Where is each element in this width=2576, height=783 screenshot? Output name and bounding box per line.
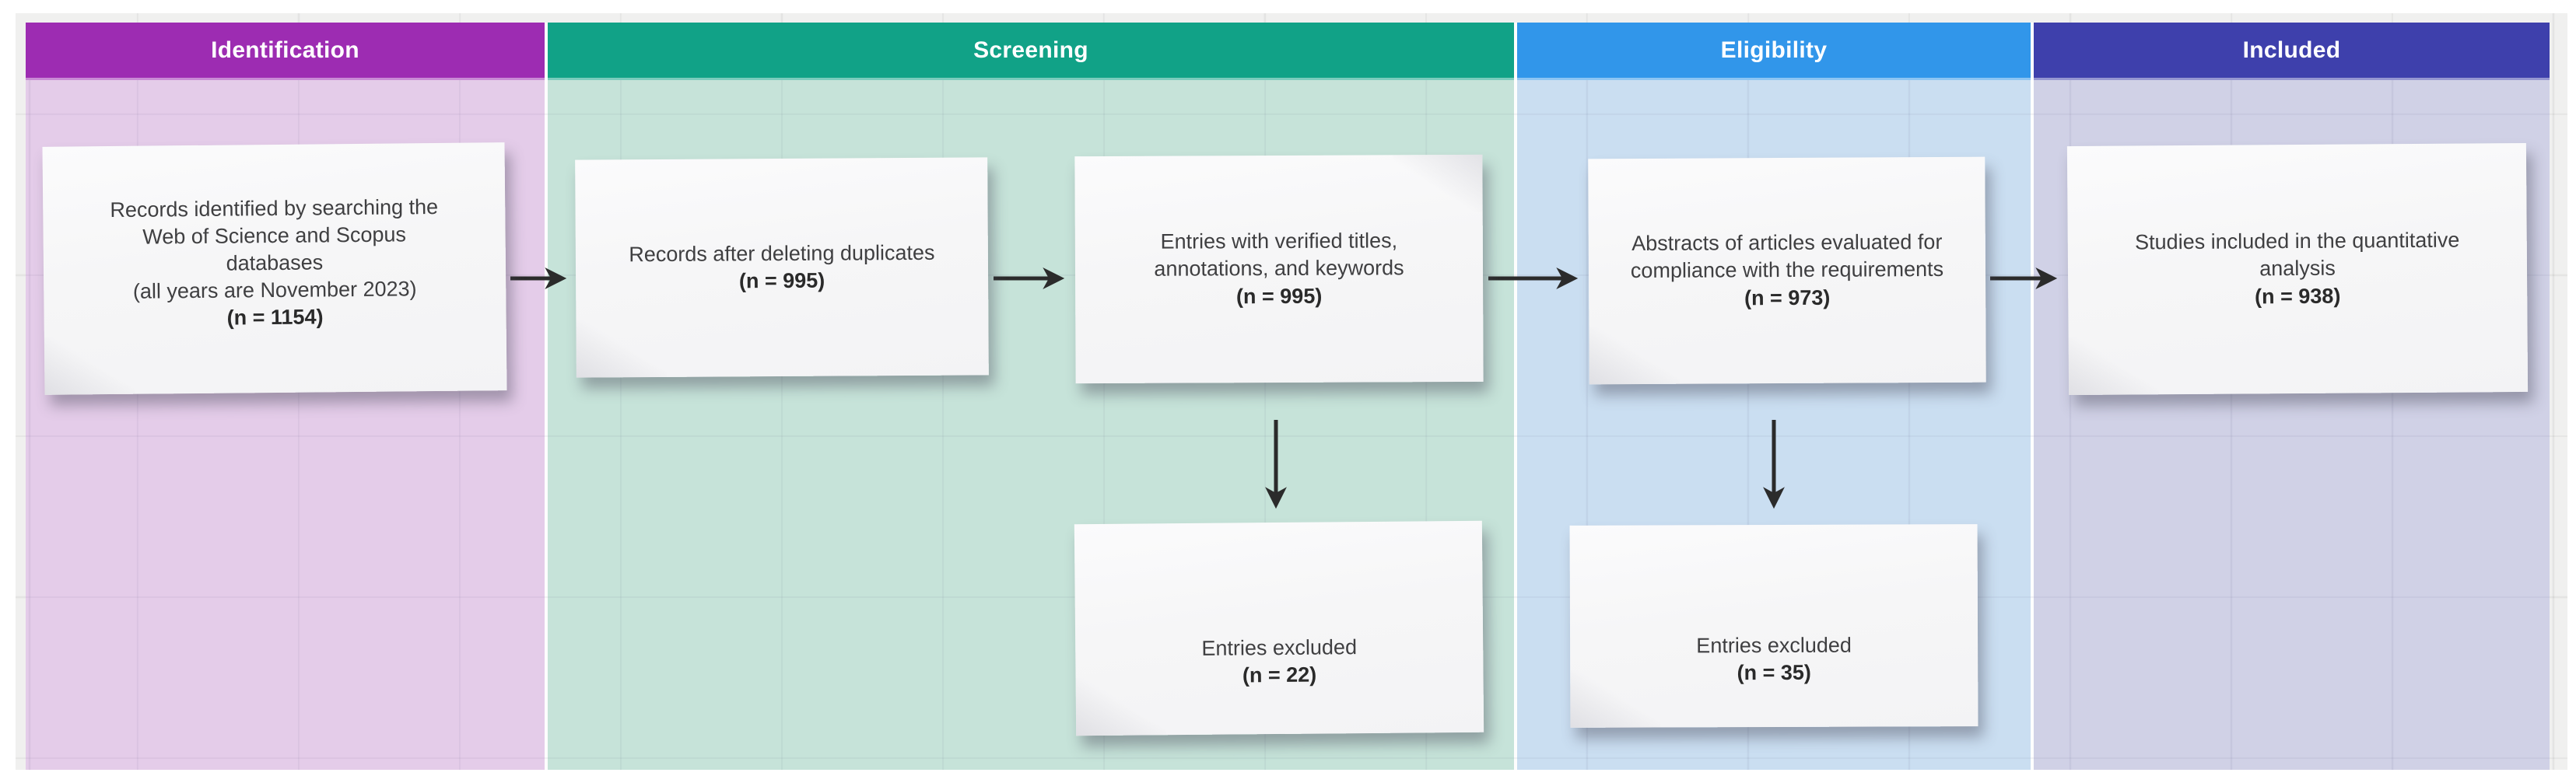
note-after-duplicates[interactable]: Records after deleting duplicates (n = 9… [575, 157, 989, 378]
note-count: (n = 22) [1242, 662, 1317, 687]
note-text: Records identified by searching the Web … [110, 194, 439, 303]
note-text: Entries excluded [1201, 635, 1358, 660]
lane-header-identification[interactable]: Identification [26, 23, 545, 80]
lane-header-eligibility[interactable]: Eligibility [1517, 23, 2031, 80]
note-count: (n = 35) [1737, 660, 1811, 685]
lane-header-screening[interactable]: Screening [548, 23, 1514, 80]
note-text: Entries with verified titles, annotation… [1154, 229, 1404, 281]
note-records-identified[interactable]: Records identified by searching the Web … [42, 142, 507, 395]
note-studies-included[interactable]: Studies included in the quantitative ana… [2066, 142, 2529, 396]
note-count: (n = 1154) [226, 305, 324, 330]
note-count: (n = 973) [1744, 285, 1831, 309]
note-text: Abstracts of articles evaluated for comp… [1630, 230, 1944, 283]
note-text: Records after deleting duplicates [629, 240, 935, 267]
note-verified-entries[interactable]: Entries with verified titles, annotation… [1074, 154, 1484, 384]
note-excluded-eligibility[interactable]: Entries excluded (n = 35) [1569, 524, 1978, 728]
note-count: (n = 938) [2254, 284, 2341, 308]
lane-identification: Identification [26, 23, 545, 770]
note-excluded-screening[interactable]: Entries excluded (n = 22) [1074, 520, 1484, 736]
note-text: Entries excluded [1696, 633, 1852, 658]
note-text: Studies included in the quantitative ana… [2134, 228, 2460, 281]
note-abstracts-evaluated[interactable]: Abstracts of articles evaluated for comp… [1588, 156, 1986, 385]
note-count: (n = 995) [738, 268, 825, 293]
lane-header-included[interactable]: Included [2034, 23, 2550, 80]
note-count: (n = 995) [1235, 284, 1323, 308]
lane-included: Included [2031, 23, 2550, 770]
